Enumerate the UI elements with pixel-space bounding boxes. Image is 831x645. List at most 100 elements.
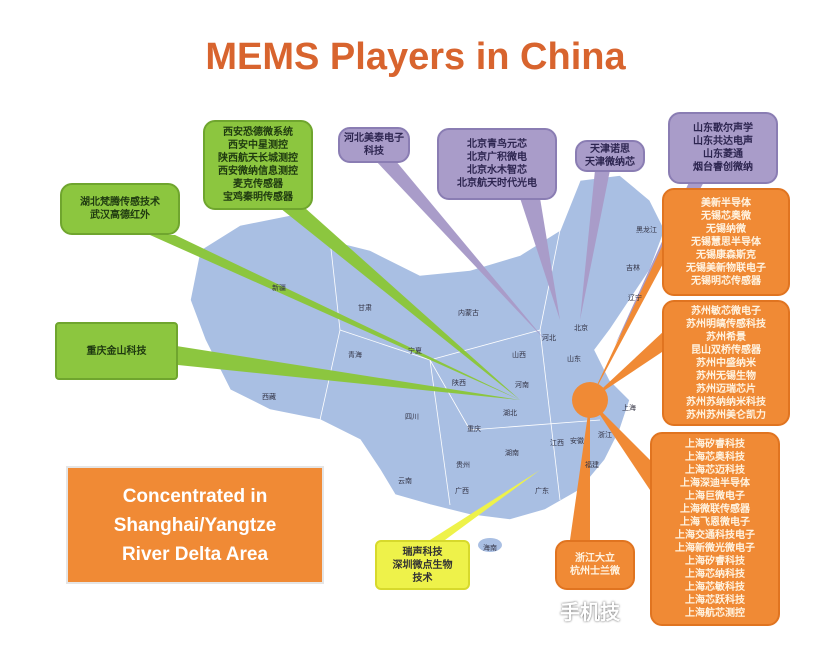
province-label: 云南 [398, 477, 412, 485]
company: 苏州明皜传感科技 [686, 318, 766, 330]
company: 无锡纳微 [706, 223, 746, 235]
company: 技术 [412, 572, 433, 584]
company: 无锡芯奥微 [701, 210, 751, 222]
company: 浙江大立 [575, 553, 615, 564]
company: 重庆金山科技 [86, 345, 147, 357]
province-label: 河南 [515, 381, 529, 389]
box-chongqing: 重庆金山科技 [55, 322, 178, 380]
company: 苏州迈瑞芯片 [696, 383, 756, 395]
province-label: 陕西 [452, 379, 466, 387]
company: 无锡明芯传感器 [691, 275, 761, 287]
box-tianjin: 天津诺思天津微纳芯 [575, 140, 645, 172]
company: 苏州敏芯微电子 [691, 305, 761, 317]
company: 上海芯奥科技 [685, 452, 745, 463]
company: 上海芯迈科技 [685, 465, 745, 476]
pointer-wedges [150, 160, 705, 540]
company: 北京青鸟元芯 [467, 139, 527, 150]
company: 烟台睿创微纳 [693, 162, 753, 173]
company: 上海交通科技电子 [675, 530, 755, 541]
province-label: 福建 [585, 461, 599, 469]
company: 上海航芯测控 [685, 608, 745, 619]
box-xian: 西安恐德微系统西安中星测控陕西航天长城测控西安微纳信息测控麦克传感器宝鸡秦明传感… [203, 120, 313, 210]
company: 上海深迪半导体 [680, 478, 750, 489]
province-label: 吉林 [626, 264, 640, 272]
summary-line: Concentrated in [122, 485, 268, 507]
company: 上海巨微电子 [685, 491, 745, 502]
province-label: 北京 [574, 324, 588, 332]
box-shandong: 山东歌尔声学山东共达电声山东菱通烟台睿创微纳 [668, 112, 778, 184]
company: 美新半导体 [701, 197, 751, 209]
company: 西安微纳信息测控 [218, 166, 298, 177]
summary-line: Shanghai/Yangtze [113, 514, 277, 536]
company: 河北美泰电子 [344, 133, 404, 144]
company: 北京水木智芯 [467, 165, 527, 176]
box-hubei: 湖北梵腾传感技术武汉高德红外 [60, 183, 180, 235]
province-label: 广西 [455, 487, 469, 495]
province-label: 安徽 [570, 437, 584, 445]
hainan-island [478, 538, 502, 552]
province-label: 内蒙古 [458, 309, 479, 317]
company: 瑞声科技 [402, 546, 443, 558]
company: 深圳微点生物 [392, 559, 453, 571]
summary-line: River Delta Area [121, 543, 269, 565]
company: 苏州无锡生物 [696, 370, 756, 382]
company: 上海芯纳科技 [685, 569, 745, 580]
province-label: 浙江 [598, 431, 612, 439]
company: 山东菱通 [703, 149, 743, 160]
company: 上海飞恩微电子 [680, 517, 750, 528]
company: 西安恐德微系统 [223, 127, 293, 138]
company: 无锡康森斯克 [696, 249, 756, 261]
company: 麦克传感器 [233, 179, 283, 190]
company: 无锡美新物联电子 [686, 262, 766, 274]
province-label: 湖北 [503, 409, 517, 417]
province-label: 山西 [512, 351, 526, 359]
box-shanghai: 上海矽睿科技上海芯奥科技上海芯迈科技上海深迪半导体上海巨微电子上海微联传感器上海… [650, 432, 780, 626]
company: 上海芯敏科技 [685, 582, 745, 593]
province-label: 海南 [483, 544, 497, 552]
province-label: 重庆 [467, 425, 481, 433]
province-label: 湖南 [505, 449, 519, 457]
company: 无锡慧思半导体 [691, 236, 761, 248]
province-label: 贵州 [456, 461, 470, 469]
box-wuxi: 美新半导体无锡芯奥微无锡纳微无锡慧思半导体无锡康森斯克无锡美新物联电子无锡明芯传… [662, 188, 790, 296]
province-borders [319, 229, 601, 506]
box-suzhou: 苏州敏芯微电子苏州明皜传感科技苏州希景昆山双桥传感器苏州中盛纳米苏州无锡生物苏州… [662, 300, 790, 426]
company: 北京航天时代光电 [457, 178, 537, 189]
company: 杭州士兰微 [570, 566, 620, 577]
company: 武汉高德红外 [90, 210, 150, 221]
province-label: 江西 [550, 439, 564, 447]
province-label: 四川 [405, 413, 419, 421]
province-label: 宁夏 [408, 347, 422, 355]
company: 上海新微光微电子 [675, 543, 755, 554]
watermark: 手机技 [560, 600, 620, 624]
company: 昆山双桥传感器 [691, 344, 761, 356]
company: 天津诺思 [590, 144, 630, 155]
company: 科技 [364, 146, 384, 157]
box-beijing: 北京青鸟元芯北京广积微电北京水木智芯北京航天时代光电 [437, 128, 557, 200]
page-title: MEMS Players in China [205, 36, 626, 78]
company: 山东歌尔声学 [693, 123, 753, 134]
company: 苏州苏纳纳米科技 [686, 396, 766, 408]
company: 苏州希景 [706, 331, 746, 343]
province-label: 甘肃 [358, 304, 372, 312]
province-label: 新疆 [272, 284, 286, 292]
company: 山东共达电声 [693, 136, 753, 147]
summary-box: Concentrated in Shanghai/Yangtze River D… [66, 466, 324, 584]
company: 苏州中盛纳米 [696, 357, 756, 369]
company: 宝鸡秦明传感器 [223, 192, 293, 203]
yangtze-delta-marker [572, 382, 608, 418]
province-label: 上海 [622, 404, 636, 412]
province-label: 黑龙江 [636, 226, 657, 234]
box-hebei: 河北美泰电子科技 [338, 127, 410, 163]
company: 上海矽睿科技 [685, 439, 745, 450]
province-label: 河北 [542, 334, 556, 342]
province-label: 辽宁 [628, 294, 642, 302]
province-label: 山东 [567, 355, 581, 363]
province-label: 广东 [535, 487, 549, 495]
company: 北京广积微电 [467, 152, 527, 163]
company: 天津微纳芯 [585, 157, 635, 168]
province-label: 西藏 [262, 393, 276, 401]
company: 上海微联传感器 [680, 504, 750, 515]
company: 西安中星测控 [228, 140, 288, 151]
